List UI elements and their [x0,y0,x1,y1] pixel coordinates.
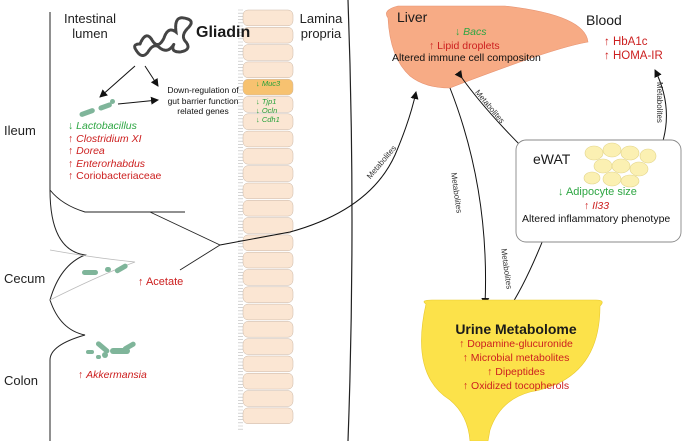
colon-akkermansia: ↑ Akkermansia [78,369,147,381]
ewat-adipocyte-size: ↓ Adipocyte size [558,186,637,198]
epithelial-cell [242,96,294,113]
epithelial-cell [242,165,294,182]
gene-muc3: ↓ Muc3 [256,79,281,88]
gene-ocln: ↓ Ocln [256,106,278,115]
epithelial-cell [242,182,294,200]
epithelial-cell [242,234,294,251]
separator-line [347,0,353,441]
arrow-gliadin-to-genes [144,65,159,87]
epithelial-cell [242,269,294,286]
blood-header: Blood [586,12,622,28]
metabolites-label-ewat-blood: Metabolites [655,82,664,123]
urine-bladder-shape [421,299,603,441]
bacteria-item: ↑ Clostridium XI [68,132,142,145]
cecum-acetate: ↑ Acetate [138,276,184,288]
epithelial-cell [242,338,294,355]
cecum-drain-line [179,244,221,271]
gut-to-liver-arrow [219,91,419,246]
gliadin-protein-icon [133,16,193,57]
cecum-pouch [49,249,136,301]
cecum-bacteria-icon [82,263,128,275]
epithelial-cell [242,44,294,61]
epithelial-cell [242,9,294,27]
arrow-gliadin-to-bacteria [99,65,136,98]
blood-hba1c: ↑ HbA1c [604,36,648,48]
urine-item: ↑ Dipeptides [487,365,545,378]
ewat-header: eWAT [533,151,571,167]
urine-items: ↑ Dopamine-glucuronide ↑ Microbial metab… [430,338,602,394]
urine-item: ↑ Dopamine-glucuronide [459,338,573,350]
liver-header: Liver [397,9,428,25]
gene-cdh1: ↓ Cdh1 [256,115,280,124]
liver-lipid-droplets: ↑ Lipid droplets [429,40,500,52]
bacteria-item: ↓ Lactobacillus [68,120,137,132]
ewat-urine-arrow [507,234,546,311]
epithelial-cell [242,130,294,148]
ileum-drain-line [149,211,221,246]
liver-urine-arrow [449,87,490,306]
cecum-label: Cecum [4,271,46,286]
epithelial-cell [242,217,294,234]
urine-metabolome-header: Urine Metabolome [455,321,577,337]
gene-tjp1: ↓ Tjp1 [256,97,277,106]
arrow-bacteria-to-genes [117,96,159,105]
epithelial-cell [242,27,294,44]
downregulation-note: Down-regulation of gut barrier function … [167,85,239,117]
liver-immune: Altered immune cell compositon [392,52,541,64]
ileum-bacteria-icon [79,99,115,117]
epithelial-cell [242,355,294,373]
epithelial-cell [242,251,294,269]
lamina-propria-header: Lamina propria [299,11,343,41]
colon-label: Colon [4,373,38,388]
ewat-il33: ↑ Il33 [584,200,610,212]
epithelial-cell [242,303,294,321]
intestinal-lumen-header: Intestinal lumen [63,11,117,41]
liver-bacs: ↓ Bacs [455,26,487,38]
bacteria-item: ↑ Coriobacteriaceae [68,170,162,183]
bacteria-item: ↑ Enterorhabdus [68,157,146,170]
urine-item: ↑ Oxidized tocopherols [462,379,570,392]
epithelial-cell [242,148,294,165]
epithelial-cell [242,373,294,390]
epithelial-cell [242,321,294,338]
epithelial-cell [242,286,294,303]
microvilli-border [238,9,243,430]
ileum-label: Ileum [4,123,36,138]
colon-bacteria-icon [86,341,136,359]
epithelial-cell [242,407,294,424]
epithelium-strip [238,9,294,430]
adipocyte-cluster-icon [583,142,657,188]
epithelial-cell [242,200,294,217]
gliadin-label: Gliadin [196,24,251,41]
liver-ewat-arrow [454,69,526,151]
urine-item: ↑ Microbial metabolites [462,351,570,364]
epithelial-cell [242,390,294,407]
ileum-bacteria-list: ↓ Lactobacillus ↑ Clostridium XI ↑ Dorea… [68,120,161,183]
epithelial-cell [242,61,294,78]
blood-homa: ↑ HOMA-IR [604,50,663,62]
ewat-inflammatory: Altered inflammatory phenotype [522,213,671,225]
liver-shape [386,5,589,89]
bacteria-item: ↑ Dorea [68,145,105,158]
